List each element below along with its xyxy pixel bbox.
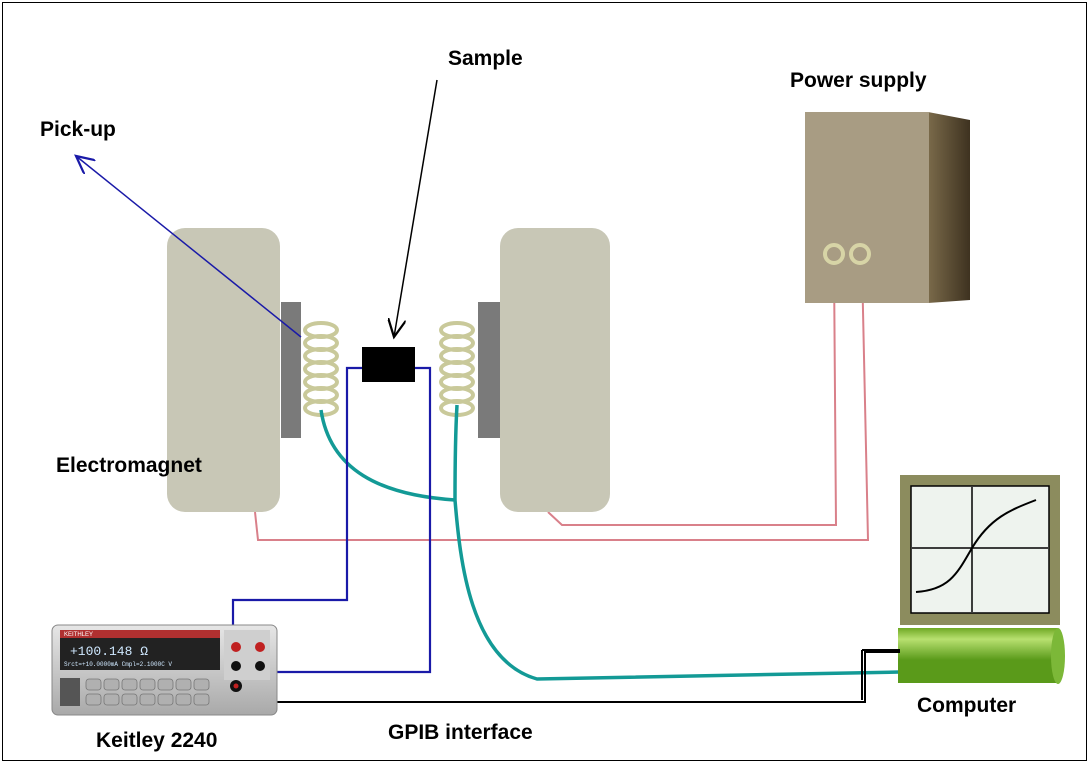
sample-arrow — [394, 79, 438, 337]
gpib-label: GPIB interface — [388, 721, 533, 744]
power-wires — [254, 264, 870, 541]
keithley-reading: +100.148 Ω — [70, 644, 148, 659]
keithley-instrument: KEITHLEY +100.148 Ω Srct=+10.0000mA Cmpl… — [51, 624, 278, 716]
keitley-label: Keitley 2240 — [96, 729, 218, 752]
keithley-status: Srct=+10.0000mA Cmpl=2.1000C V — [64, 661, 172, 668]
power-supply — [805, 112, 970, 303]
pickup-signal-wires — [319, 404, 901, 681]
right-electromagnet — [478, 228, 610, 512]
pickup-arrow — [76, 156, 302, 338]
left-pickup-coil — [303, 321, 339, 417]
sample-block — [362, 347, 415, 382]
power-supply-label: Power supply — [790, 69, 927, 92]
left-electromagnet — [167, 228, 301, 512]
pickup-label: Pick-up — [40, 118, 116, 141]
computer-label: Computer — [917, 694, 1017, 717]
computer — [898, 475, 1065, 684]
sample-label: Sample — [448, 47, 523, 70]
gpib-wires — [268, 649, 900, 703]
right-pickup-coil — [439, 321, 475, 417]
electromagnet-label: Electromagnet — [56, 454, 202, 477]
keithley-brand: KEITHLEY — [64, 632, 93, 638]
